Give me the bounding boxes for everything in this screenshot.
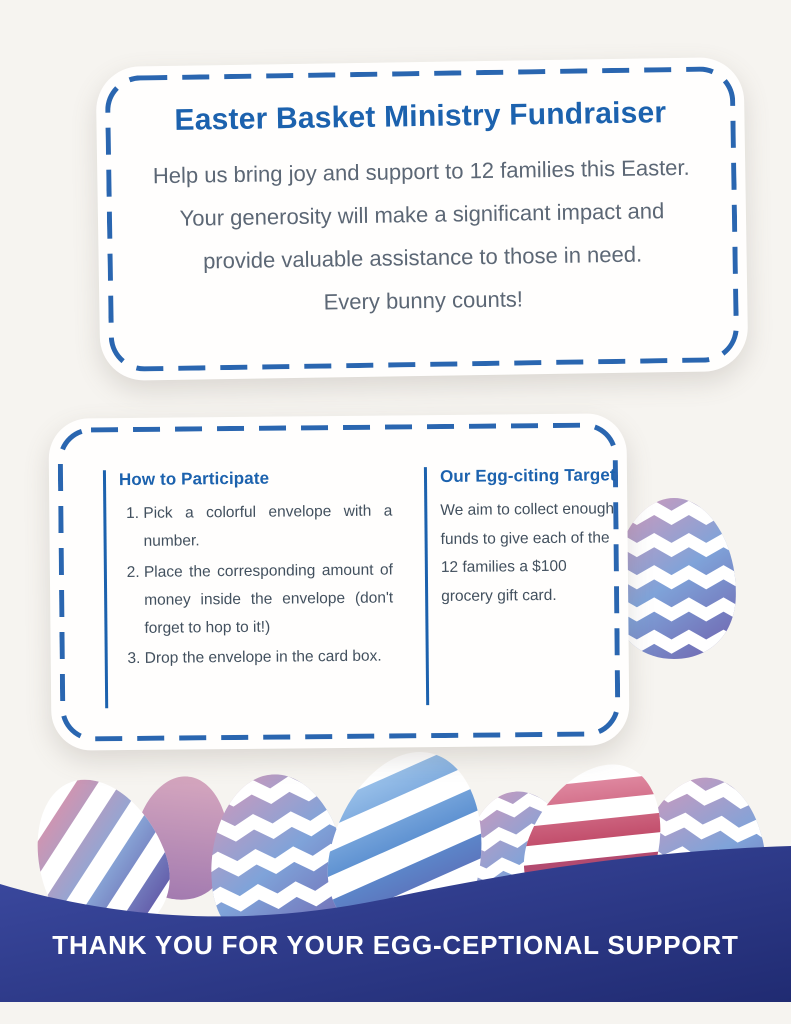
- footer-wave: [0, 846, 791, 1002]
- details-card: How to Participate Pick a colorful envel…: [48, 413, 630, 751]
- header-card: Easter Basket Ministry Fundraiser Help u…: [95, 56, 749, 382]
- easter-egg-decoration: [612, 498, 736, 659]
- step-item: Pick a colorful envelope with a number.: [143, 497, 393, 555]
- intro-paragraph: Help us bring joy and support to 12 fami…: [97, 145, 748, 327]
- target-column: Our Egg-citing Target We aim to collect …: [423, 465, 630, 706]
- footer-message: THANK YOU FOR YOUR EGG-CEPTIONAL SUPPORT: [52, 930, 739, 960]
- flyer-title: Easter Basket Ministry Fundraiser: [174, 96, 667, 137]
- intro-line: Every bunny counts!: [323, 286, 524, 315]
- target-heading: Our Egg-citing Target: [439, 465, 616, 487]
- participate-column: How to Participate Pick a colorful envel…: [102, 467, 395, 709]
- step-item: Place the corresponding amount of money …: [144, 556, 394, 642]
- target-text: We aim to collect enough funds to give e…: [440, 500, 615, 606]
- participate-heading: How to Participate: [118, 468, 270, 490]
- participate-steps-list: Pick a colorful envelope with a number. …: [119, 497, 394, 673]
- step-item: Drop the envelope in the card box.: [145, 643, 394, 673]
